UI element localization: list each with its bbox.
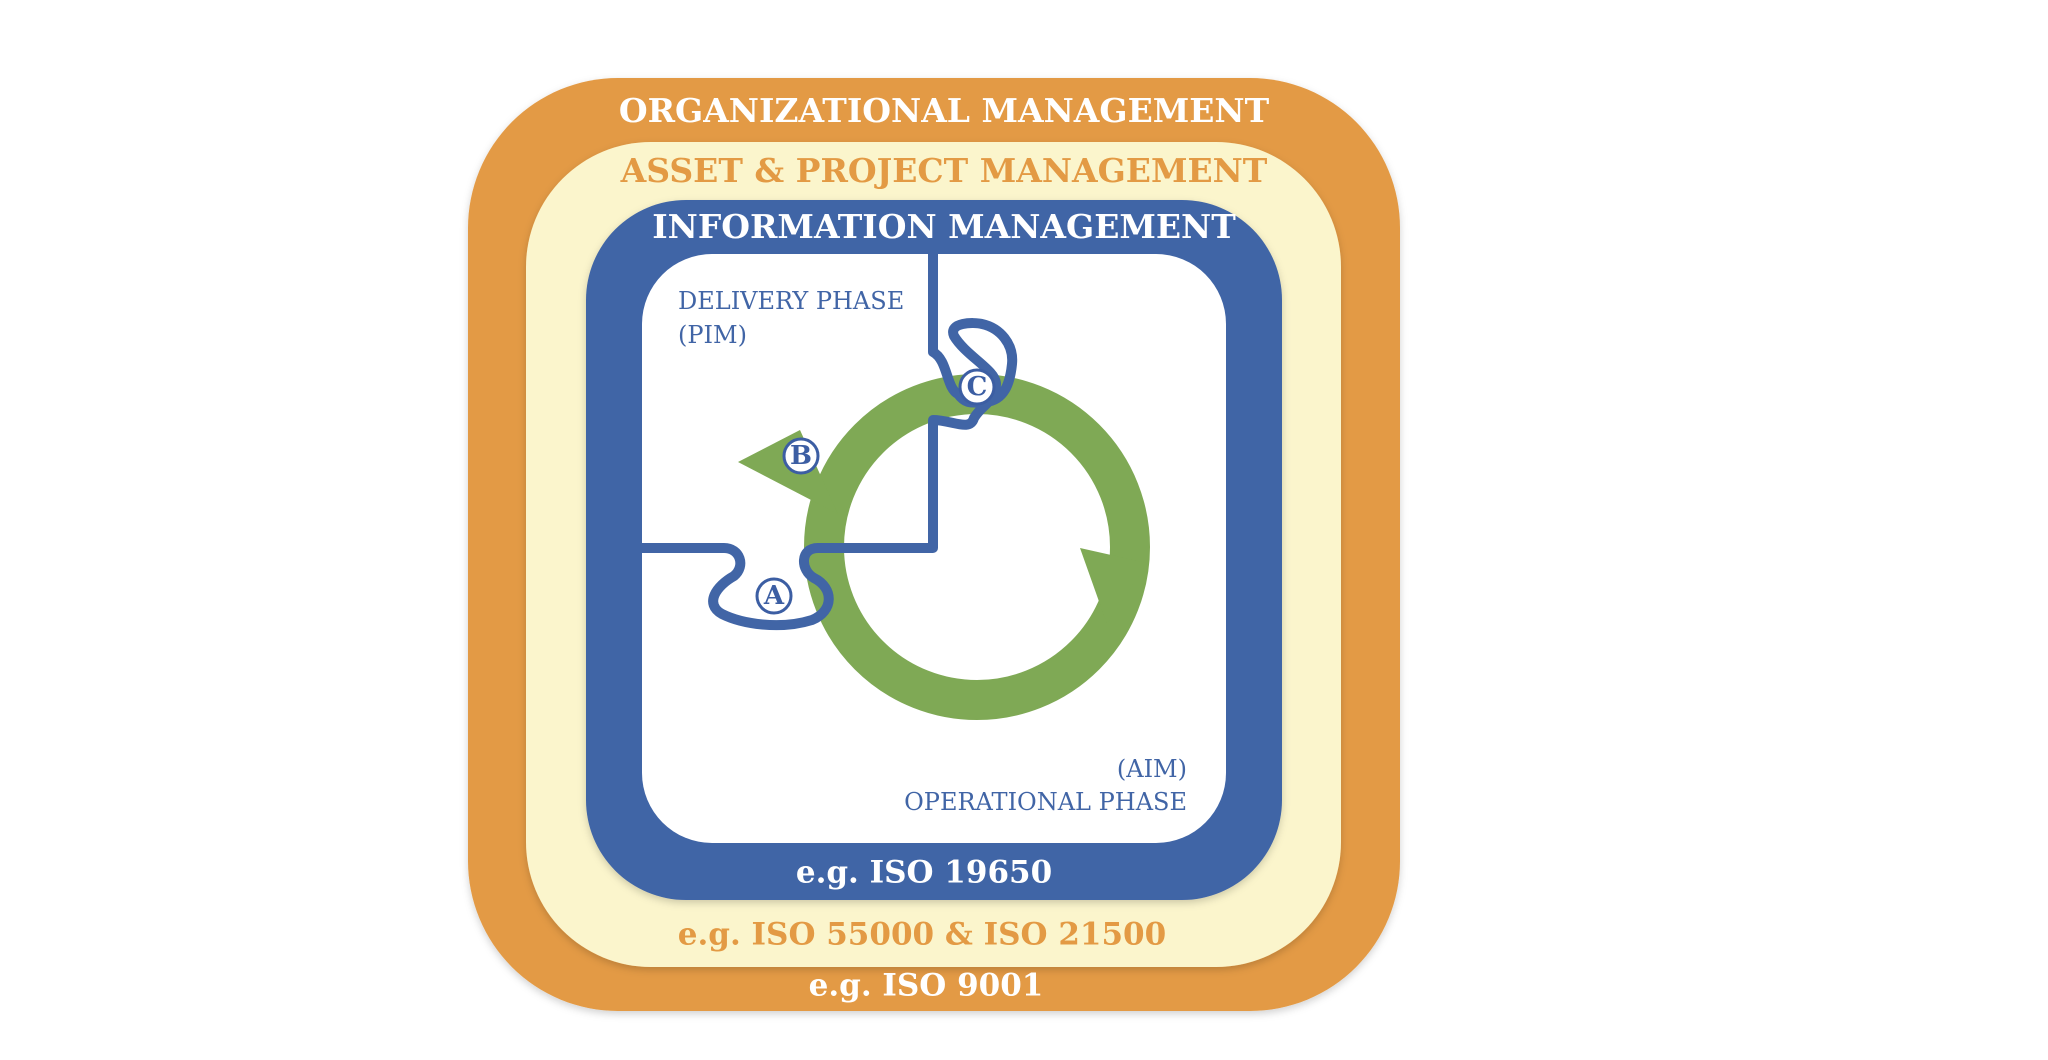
- organizational-management-standard: e.g. ISO 9001: [809, 968, 1044, 1004]
- operational-phase-abbrev: (AIM): [1117, 755, 1187, 783]
- phase-divider-line: [642, 254, 1018, 631]
- marker-a-label: A: [763, 581, 785, 611]
- marker-c-label: C: [967, 372, 988, 402]
- marker-a: A: [755, 577, 793, 615]
- asset-project-management-standard: e.g. ISO 55000 & ISO 21500: [678, 917, 1166, 953]
- marker-b-circle: [782, 437, 820, 475]
- delivery-phase-abbrev: (PIM): [678, 321, 747, 349]
- cycle-arrowhead-b: [738, 430, 838, 514]
- cycle-arrowhead-right: [1080, 548, 1147, 624]
- marker-c-circle: [958, 368, 996, 406]
- marker-c: C: [958, 368, 996, 406]
- asset-project-management-title: ASSET & PROJECT MANAGEMENT: [620, 151, 1268, 190]
- organizational-management-title: ORGANIZATIONAL MANAGEMENT: [619, 91, 1270, 130]
- marker-a-circle: [755, 577, 793, 615]
- marker-b-label: B: [790, 441, 812, 471]
- marker-b: B: [782, 437, 820, 475]
- operational-phase-label: OPERATIONAL PHASE: [904, 788, 1187, 816]
- information-management-standard: e.g. ISO 19650: [796, 855, 1052, 891]
- delivery-phase-label: DELIVERY PHASE: [678, 287, 904, 315]
- information-management-title: INFORMATION MANAGEMENT: [652, 207, 1236, 246]
